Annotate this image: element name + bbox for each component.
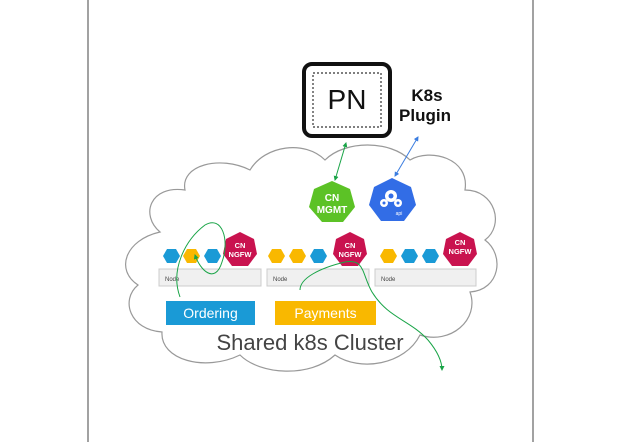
ngfw-label-line2: NGFW: [339, 250, 363, 259]
pod-ordering: [204, 249, 221, 263]
node-label-2: Node: [273, 277, 288, 283]
mgmt-label-line2: MGMT: [317, 205, 348, 216]
traffic-flow-node-2: [299, 260, 445, 371]
ngfw-label-line2: NGFW: [449, 247, 473, 256]
legend-payments-label: Payments: [294, 305, 356, 321]
k8s-api-node: api: [369, 178, 416, 221]
pod-payments: [268, 249, 285, 263]
ngfw-label-line1: CN: [235, 241, 246, 250]
node-label-1: Node: [165, 277, 180, 283]
cn-ngfw-node-2: CN NGFW: [333, 232, 367, 266]
ngfw-label-line1: CN: [345, 241, 356, 250]
plugin-api-link: [394, 136, 419, 177]
gear-icon: [380, 190, 402, 207]
node-bar-3: Node: [374, 268, 477, 287]
traffic-flow-node-1: [176, 222, 226, 298]
cluster-title: Shared k8s Cluster: [216, 330, 403, 355]
legend-ordering: Ordering: [166, 301, 255, 325]
cn-mgmt-node: CN MGMT: [309, 181, 355, 222]
pod-payments: [289, 249, 306, 263]
pn-label: PN: [328, 84, 367, 115]
pod-ordering: [422, 249, 439, 263]
api-label: api: [396, 211, 403, 217]
pn-mgmt-link: [333, 142, 348, 181]
pn-box: PN: [302, 62, 392, 138]
pod-payments: [380, 249, 397, 263]
ngfw-label-line1: CN: [455, 238, 466, 247]
plugin-label-line2: Plugin: [399, 106, 451, 125]
pod-ordering: [163, 249, 180, 263]
pod-ordering: [310, 249, 327, 263]
mgmt-label-line1: CN: [325, 193, 339, 204]
node-bar-1: Node: [158, 268, 262, 287]
node-bar-2: Node: [266, 268, 370, 287]
pod-ordering: [401, 249, 418, 263]
plugin-label-line1: K8s: [411, 86, 442, 105]
cn-ngfw-node-3: CN NGFW: [443, 232, 477, 266]
legend-ordering-label: Ordering: [183, 305, 237, 321]
cn-ngfw-node-1: CN NGFW: [223, 232, 257, 266]
node-label-3: Node: [381, 277, 396, 283]
legend-payments: Payments: [275, 301, 376, 325]
ngfw-label-line2: NGFW: [229, 250, 253, 259]
